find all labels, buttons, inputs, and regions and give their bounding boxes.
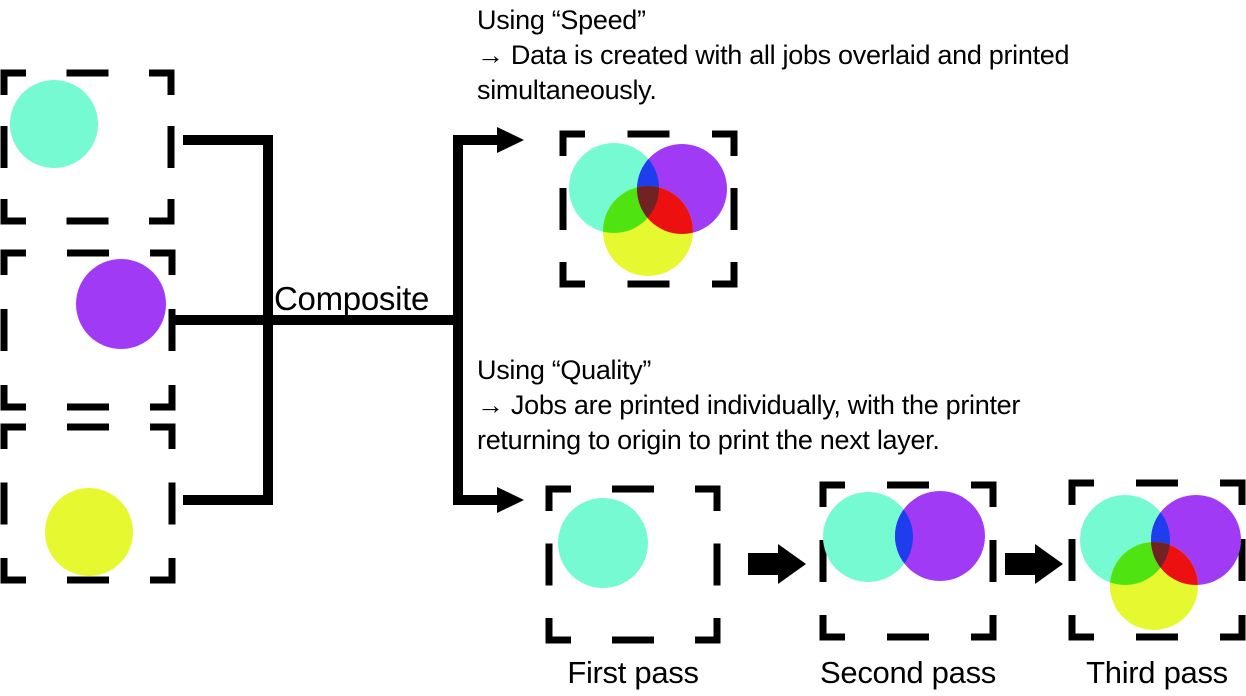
ink-circles [10, 80, 1241, 630]
composite-label: Composite [274, 280, 430, 317]
arrow-to-quality-icon [497, 487, 524, 513]
frame-second-pass [819, 481, 997, 641]
flow-connector-lines [172, 135, 497, 505]
dashed-frames [0, 69, 1246, 644]
overlap-clip [1110, 542, 1170, 585]
circle-yellow [45, 488, 133, 576]
venn-third-pass [1080, 495, 1241, 630]
circle-purple [895, 491, 985, 581]
frame-first-pass [545, 485, 721, 644]
overlap-clip [1151, 542, 1198, 585]
quality-description: Using “Quality” → Jobs are printed indiv… [477, 355, 1021, 455]
venn-job-yellow [45, 488, 133, 576]
circle-teal [823, 492, 913, 582]
overlap-region-overlap-purple-yellow [1151, 542, 1198, 585]
speed-description: Using “Speed” → Data is created with all… [477, 5, 1070, 105]
arrow-to-speed-icon [497, 127, 524, 153]
venn-second-pass [823, 491, 985, 582]
circle-purple [76, 259, 166, 349]
arrow-second-to-third-icon [1005, 544, 1063, 584]
circle-teal [558, 498, 648, 588]
venn-job-teal [10, 80, 98, 168]
arrow-first-to-second-icon [748, 544, 806, 584]
overlap-region-overlap-teal-yellow [1110, 542, 1170, 585]
circle-teal [10, 80, 98, 168]
frame-job-purple [0, 249, 176, 411]
frame-job-teal [0, 69, 175, 225]
third-pass-label: Third pass [1086, 655, 1228, 690]
first-pass-label: First pass [567, 655, 699, 690]
frame-job-yellow [0, 423, 176, 584]
second-pass-label: Second pass [820, 655, 996, 690]
frame-speed-result [559, 130, 738, 288]
frame-third-pass [1068, 479, 1246, 641]
venn-first-pass [558, 498, 648, 588]
venn-job-purple [76, 259, 166, 349]
venn-speed-composite [569, 143, 727, 276]
